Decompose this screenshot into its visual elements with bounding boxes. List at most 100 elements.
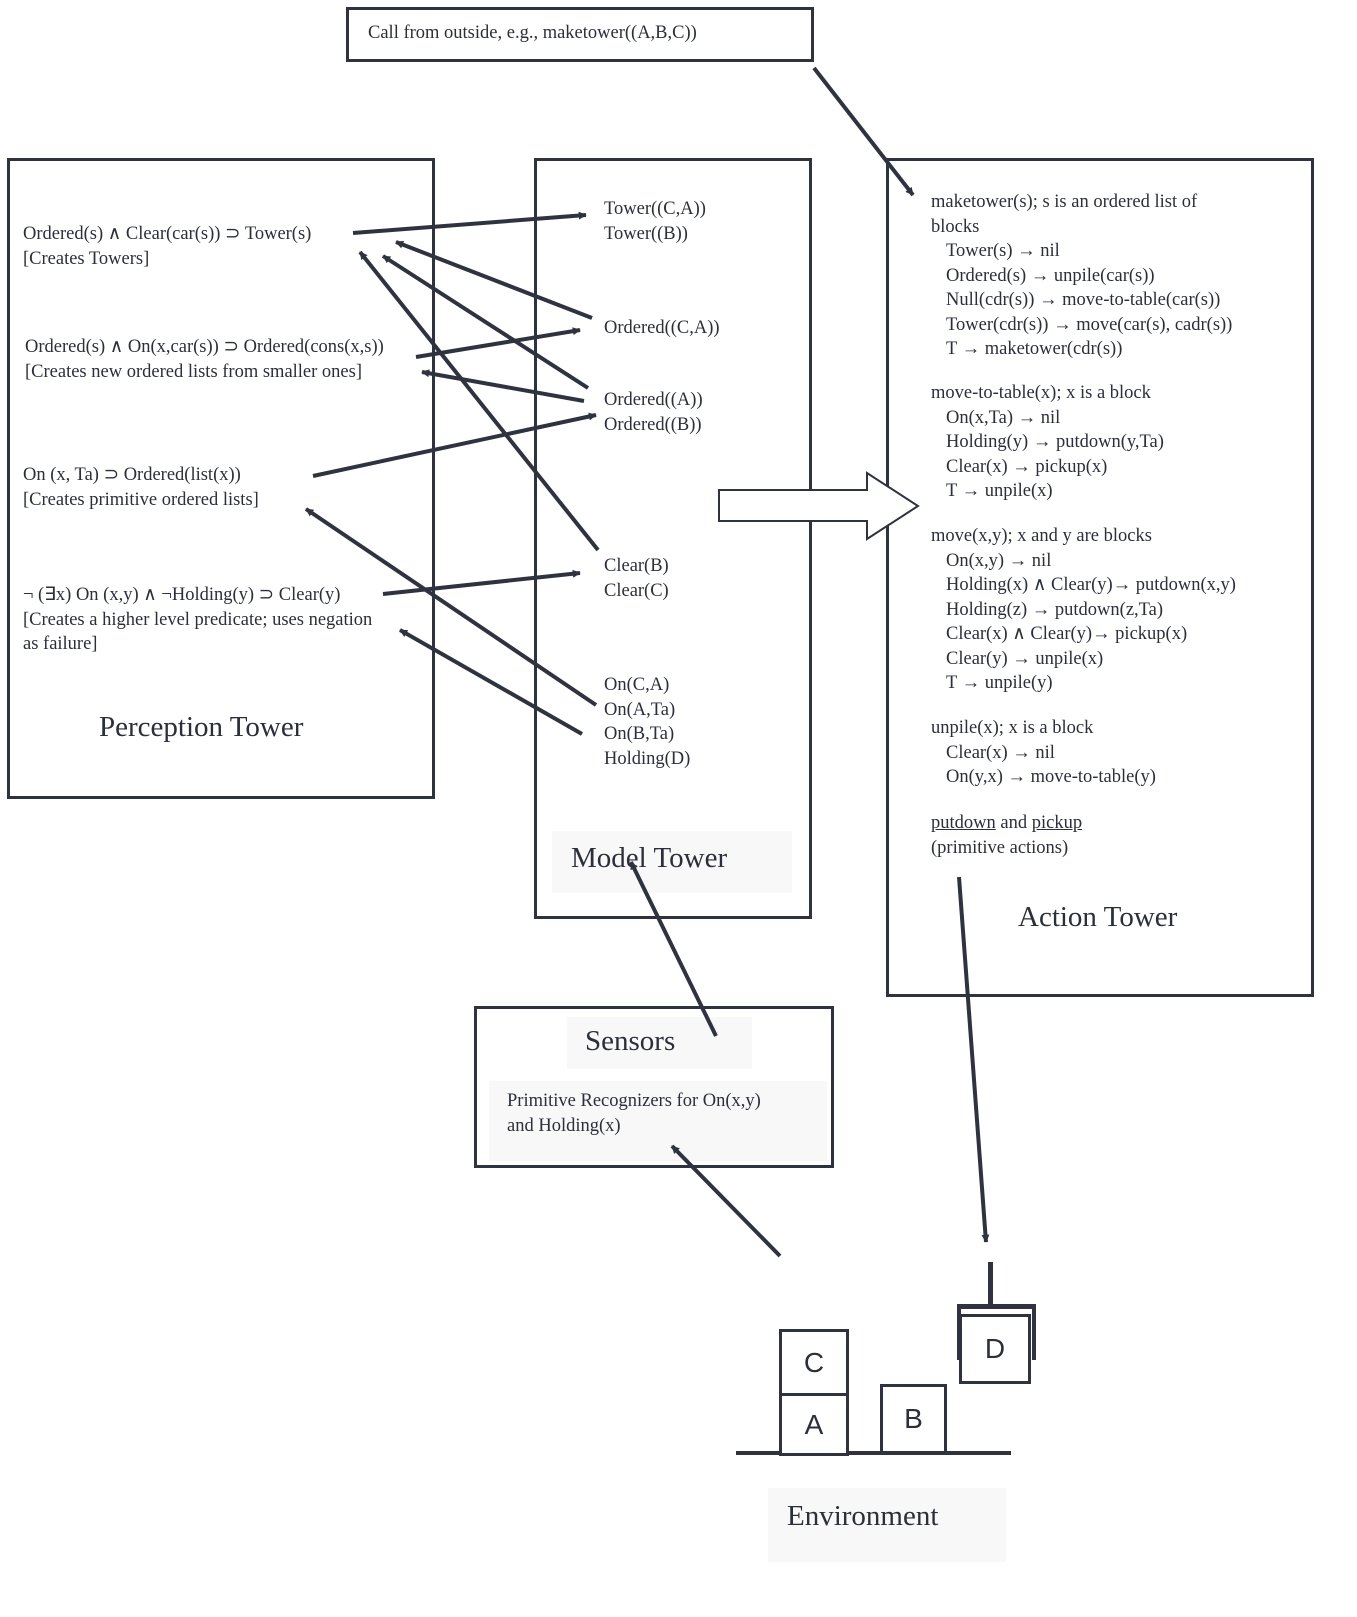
arrow-onca-to-rule3	[304, 507, 598, 707]
model-ordered: Ordered((A)) Ordered((B))	[604, 388, 703, 437]
perception-tower-title: Perception Tower	[99, 711, 304, 743]
fact: On(B,Ta)	[604, 724, 675, 744]
model-title-bg	[552, 831, 792, 893]
sensors-text-bg	[489, 1081, 827, 1161]
sensors-line: and Holding(x)	[507, 1115, 621, 1136]
rule-text: On (x, Ta) ⊃ Ordered(list(x))	[23, 465, 241, 485]
gripper-stem	[988, 1262, 993, 1306]
gripper-bar	[957, 1304, 1036, 1309]
proc-rule: Ordered(s) → unpile(car(s))	[946, 265, 1155, 286]
arrow-rule3-to-orderedb	[312, 412, 597, 478]
proc-rule: Holding(z) → putdown(z,Ta)	[946, 599, 1164, 620]
and-label: and	[1000, 813, 1028, 833]
arrow-rule1-to-tower	[352, 211, 587, 235]
fact: Clear(B)	[604, 556, 669, 576]
rule-note: [Creates primitive ordered lists]	[23, 489, 259, 510]
arrow-clearb-to-rule1	[358, 250, 600, 552]
rule-text: Ordered(s) ∧ On(x,car(s)) ⊃ Ordered(cons…	[25, 337, 384, 357]
call-box-text: Call from outside, e.g., maketower((A,B,…	[368, 23, 697, 43]
rule-note: as failure]	[23, 634, 98, 654]
arrow-rule2-to-orderedca	[415, 327, 581, 359]
rule-text: ¬ (∃x) On (x,y) ∧ ¬Holding(y) ⊃ Clear(y)	[23, 585, 341, 605]
proc-rule: Clear(x) → nil	[946, 742, 1055, 763]
model-tower-title: Model Tower	[571, 842, 728, 874]
proc-rule: T → unpile(x)	[946, 481, 1053, 501]
block-d: D	[959, 1314, 1031, 1384]
arrow-ordereda-to-rule1	[381, 254, 590, 390]
proc-rule: Clear(x) ∧ Clear(y)→ pickup(x)	[946, 624, 1188, 644]
proc-rule: T → maketower(cdr(s))	[946, 339, 1123, 359]
fact: Holding(D)	[604, 748, 691, 769]
rule-note: [Creates a higher level predicate; uses …	[23, 609, 373, 630]
arrow-orderedca-to-rule1	[395, 240, 593, 320]
fact: Tower((C,A))	[604, 199, 706, 219]
action-move-to-table: move-to-table(x); x is a block On(x,Ta) …	[931, 381, 1164, 504]
sensors-title-bg	[567, 1017, 752, 1069]
action-maketower: maketower(s); s is an ordered list of bl…	[931, 190, 1232, 362]
sensors-box: Sensors Primitive Recognizers for On(x,y…	[474, 1006, 834, 1168]
proc-rule: Clear(y) → unpile(x)	[946, 648, 1104, 669]
arrow-onbta-to-rule4	[399, 628, 583, 736]
block-label: D	[984, 1333, 1006, 1364]
sensors-title: Sensors	[585, 1025, 676, 1057]
rule-note: [Creates Towers]	[23, 248, 150, 269]
arrow-rule4-to-clear	[382, 569, 581, 596]
proc-rule: Holding(x) ∧ Clear(y)→ putdown(x,y)	[946, 575, 1236, 595]
proc-rule: Tower(cdr(s)) → move(car(s), cadr(s))	[946, 314, 1233, 335]
action-primitives: putdown and pickup (primitive actions)	[931, 811, 1082, 860]
pickup-label: pickup	[1031, 813, 1083, 833]
perception-rule-towers: Ordered(s) ∧ Clear(car(s)) ⊃ Tower(s) [C…	[23, 222, 311, 271]
proc-head: maketower(s); s is an ordered list of	[931, 192, 1198, 212]
action-unpile: unpile(x); x is a block Clear(x) → nil O…	[931, 716, 1156, 790]
proc-head: move-to-table(x); x is a block	[931, 383, 1151, 403]
sensors-line: Primitive Recognizers for On(x,y)	[507, 1091, 761, 1111]
block-arrow-model-to-action	[718, 471, 920, 541]
table-line	[736, 1451, 1011, 1455]
perception-rule-primitive-ordered: On (x, Ta) ⊃ Ordered(list(x)) [Creates p…	[23, 463, 259, 512]
gripper-right-jaw	[1032, 1304, 1036, 1360]
perception-rule-clear: ¬ (∃x) On (x,y) ∧ ¬Holding(y) ⊃ Clear(y)…	[23, 583, 372, 657]
fact: Clear(C)	[604, 580, 669, 601]
fact: On(C,A)	[604, 675, 670, 695]
proc-head: unpile(x); x is a block	[931, 718, 1094, 738]
model-ordered-ca: Ordered((C,A))	[604, 318, 720, 338]
model-towers: Tower((C,A)) Tower((B))	[604, 197, 706, 246]
sensors-description: Primitive Recognizers for On(x,y) and Ho…	[507, 1089, 761, 1138]
proc-rule: Null(cdr(s)) → move-to-table(car(s))	[946, 290, 1221, 310]
proc-head: move(x,y); x and y are blocks	[931, 526, 1152, 546]
proc-rule: Clear(x) → pickup(x)	[946, 456, 1108, 477]
action-tower-title: Action Tower	[1018, 901, 1178, 933]
fact: Ordered((A))	[604, 390, 703, 410]
gripper-left-jaw	[957, 1304, 961, 1360]
block-b: B	[880, 1384, 947, 1454]
model-tower: Tower((C,A)) Tower((B)) Ordered((C,A)) O…	[534, 158, 812, 919]
arrow-action-to-env	[957, 876, 990, 1243]
arrow-ordereda-to-rule2	[421, 369, 585, 403]
model-facts: On(C,A) On(A,Ta) On(B,Ta) Holding(D)	[604, 673, 690, 771]
fact: On(A,Ta)	[604, 699, 676, 720]
action-tower: maketower(s); s is an ordered list of bl…	[886, 158, 1314, 997]
rule-note: [Creates new ordered lists from smaller …	[25, 361, 363, 382]
block-label: C	[803, 1346, 825, 1378]
block-label: B	[904, 1403, 923, 1434]
putdown-label: putdown	[931, 813, 996, 833]
proc-head: blocks	[931, 216, 980, 237]
primitive-note: (primitive actions)	[931, 837, 1069, 858]
model-clear: Clear(B) Clear(C)	[604, 554, 669, 603]
proc-rule: T → unpile(y)	[946, 673, 1053, 693]
fact: Tower((B))	[604, 223, 688, 244]
action-move: move(x,y); x and y are blocks On(x,y) → …	[931, 524, 1236, 696]
arrow-env-to-sensors	[670, 1144, 782, 1258]
environment-title: Environment	[787, 1500, 939, 1532]
proc-rule: On(x,Ta) → nil	[946, 407, 1061, 428]
call-box: Call from outside, e.g., maketower((A,B,…	[346, 7, 814, 62]
fact: Ordered((B))	[604, 414, 702, 435]
perception-rule-ordered-cons: Ordered(s) ∧ On(x,car(s)) ⊃ Ordered(cons…	[25, 335, 384, 384]
arrow-sensors-to-model	[629, 861, 718, 1037]
block-label: A	[804, 1408, 824, 1440]
perception-tower: Ordered(s) ∧ Clear(car(s)) ⊃ Tower(s) [C…	[7, 158, 435, 799]
environment-title-bg	[768, 1488, 1006, 1562]
proc-rule: Holding(y) → putdown(y,Ta)	[946, 432, 1164, 452]
block-a: A	[779, 1393, 849, 1456]
